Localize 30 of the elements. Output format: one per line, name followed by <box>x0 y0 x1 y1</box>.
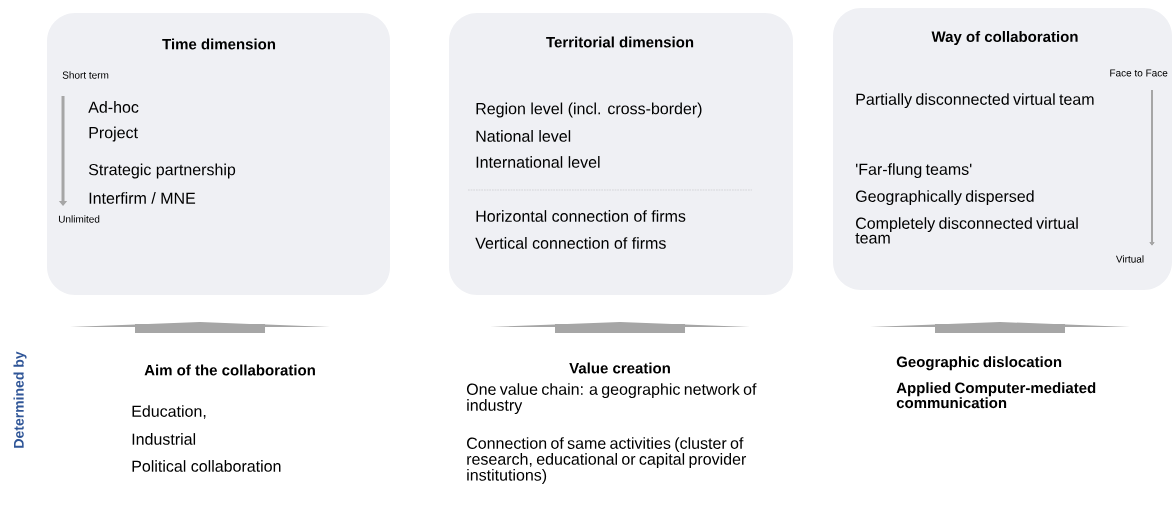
list-item: Partially disconnected virtual team <box>856 93 1094 109</box>
section-heading: Value creation <box>569 362 670 374</box>
list-item: Region level (incl. cross-border) <box>476 102 702 118</box>
list-item: Strategic partnership <box>88 163 236 179</box>
list-item: International level <box>476 156 600 168</box>
list-item: Project <box>89 126 138 142</box>
scale-label: Short term <box>62 71 109 79</box>
list-item: Geographically dispersed <box>856 190 1034 206</box>
list-item: Interfirm / MNE <box>89 192 196 204</box>
list-item: One value chain: a geographic network of industry <box>466 383 757 414</box>
list-item: 'Far-flung teams' <box>856 163 972 179</box>
scale-label: Unlimited <box>59 215 100 223</box>
list-item: Vertical connection of firms <box>475 237 666 249</box>
list-item: Ad-hoc <box>88 101 139 113</box>
section-heading: Geographic dislocation <box>896 356 1062 371</box>
scale-label: Virtual <box>1115 255 1144 263</box>
list-item: Education, <box>132 405 206 419</box>
list-item: Connection of same activities (cluster of research, educational or capital provider institutions) <box>467 437 747 484</box>
side-label: Determined by <box>13 351 27 448</box>
heading: Territorial dimension <box>546 36 694 48</box>
list-item: Political collaboration <box>132 460 281 472</box>
list-item: National level <box>476 130 571 142</box>
list-item: Horizontal connection of firms <box>476 210 686 222</box>
list-item: Industrial <box>132 433 196 445</box>
heading: Way of collaboration <box>931 31 1078 45</box>
section-heading: Applied Computer-mediated communication <box>896 382 1096 409</box>
list-item: Completely disconnected virtual team <box>855 217 1078 244</box>
section-heading: Aim of the collaboration <box>144 364 315 376</box>
scale-label: Face to Face <box>1110 69 1168 77</box>
heading: Time dimension <box>162 38 276 50</box>
